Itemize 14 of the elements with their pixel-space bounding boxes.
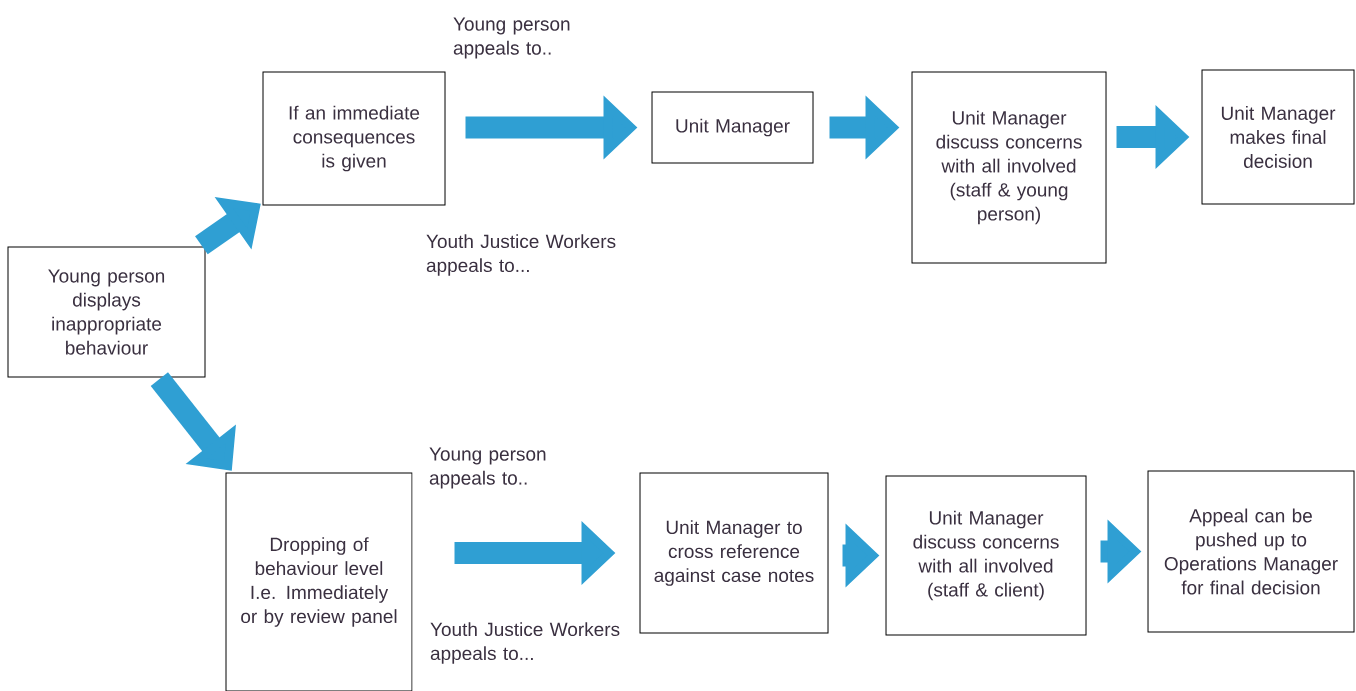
process-box: Dropping of behaviour level I.e. Immediately or by review panel xyxy=(225,472,413,691)
arrow-caption: Young person appeals to.. xyxy=(429,447,546,489)
process-box: Unit Manager xyxy=(651,91,814,164)
process-box: Unit Manager discuss concerns with all involved (staff & client) xyxy=(885,475,1087,636)
arrow-caption: Youth Justice Workers appeals to... xyxy=(430,622,620,664)
process-box: Unit Manager makes final decision xyxy=(1201,69,1355,205)
process-box: Unit Manager discuss concerns with all involved (staff & young person) xyxy=(911,71,1107,264)
arrow-caption: Young person appeals to.. xyxy=(453,17,570,59)
process-box: Young person displays inappropriate behaviour xyxy=(7,246,206,378)
process-box: Unit Manager to cross reference against case notes xyxy=(639,472,829,634)
block-arrow xyxy=(150,372,236,471)
arrow-caption: Youth Justice Workers appeals to... xyxy=(426,234,616,276)
process-box: Appeal can be pushed up to Operations Manager for final decision xyxy=(1147,470,1355,633)
process-box: If an immediate consequences is given xyxy=(262,71,446,206)
